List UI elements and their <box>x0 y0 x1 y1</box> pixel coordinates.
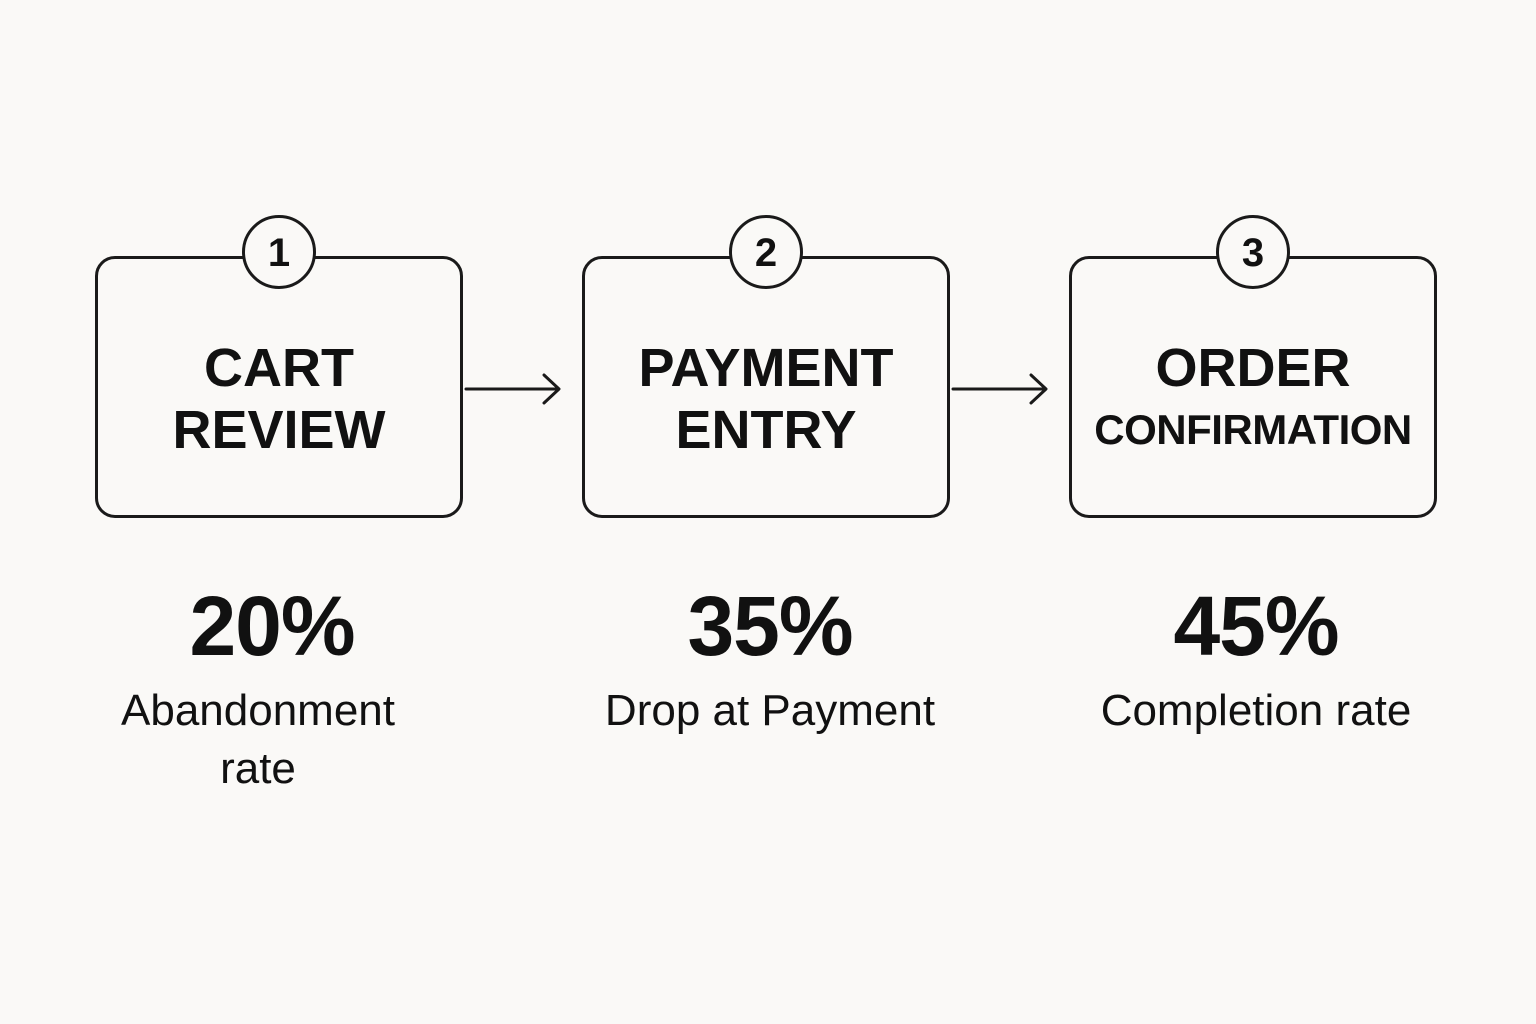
stat-value: 45% <box>1173 579 1339 673</box>
step-title: CART REVIEW <box>98 337 460 461</box>
step-title: PAYMENT ENTRY <box>585 337 947 461</box>
stat-label: Drop at Payment <box>604 686 936 735</box>
stat-abandonment: 20% Abandonment rate <box>62 578 482 798</box>
step-number-badge: 3 <box>1216 215 1290 289</box>
arrow-right-icon <box>951 373 1048 405</box>
step-title-line: ENTRY <box>675 400 857 460</box>
step-payment-entry: 2 PAYMENT ENTRY <box>582 215 950 518</box>
arrow-right-icon <box>464 373 561 405</box>
step-cart-review: 1 CART REVIEW <box>95 215 463 518</box>
step-title-line: CONFIRMATION <box>1094 406 1412 453</box>
step-title-line: CART <box>204 338 354 398</box>
step-number: 3 <box>1241 231 1265 275</box>
stat-drop-at-payment: 35% Drop at Payment <box>560 578 980 740</box>
stat-value: 20% <box>189 579 355 673</box>
step-number: 1 <box>267 231 291 275</box>
step-order-confirmation: 3 ORDER CONFIRMATION <box>1069 215 1437 518</box>
stat-label: Abandonment rate <box>121 686 395 793</box>
stat-completion: 45% Completion rate <box>1046 578 1466 740</box>
step-number: 2 <box>754 231 778 275</box>
step-title-line: ORDER <box>1155 338 1351 398</box>
step-title-line: REVIEW <box>172 400 386 460</box>
step-number-badge: 1 <box>242 215 316 289</box>
step-number-badge: 2 <box>729 215 803 289</box>
stat-value: 35% <box>687 579 853 673</box>
stat-label: Completion rate <box>1100 686 1412 735</box>
step-title: ORDER CONFIRMATION <box>1072 337 1434 461</box>
step-title-line: PAYMENT <box>638 338 894 398</box>
